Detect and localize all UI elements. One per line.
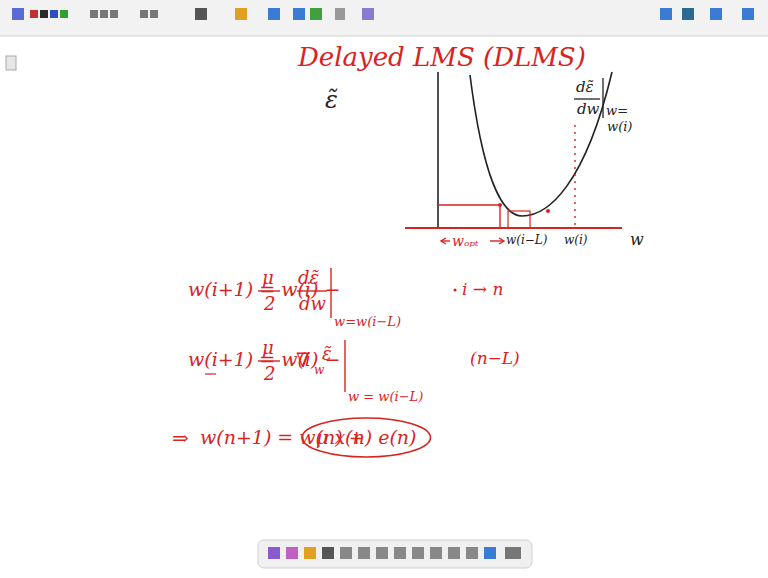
guide-line — [438, 204, 500, 205]
axis-label: ε̃ — [325, 88, 338, 112]
bottom-toolbar — [258, 540, 532, 568]
arrow-left — [442, 240, 450, 241]
dot — [454, 289, 457, 292]
evaluation-bar — [344, 340, 345, 392]
equation-text: 2 — [264, 365, 275, 383]
arrow-right — [499, 238, 504, 244]
note-text: (n−L) — [470, 350, 520, 367]
axis-label: w(i−L) — [506, 234, 548, 246]
evaluation-bar — [602, 78, 603, 118]
equation-text: dw — [299, 295, 326, 313]
guide-line — [499, 205, 500, 228]
guide-box — [508, 211, 530, 228]
equation-text: 2 — [264, 295, 275, 313]
note-text: i → n — [462, 281, 503, 298]
axis-label: wₒₚₜ — [452, 234, 478, 248]
equation-text: ⇒ — [172, 428, 189, 448]
equation-text: dε̃ — [298, 269, 319, 287]
equation-text: μ — [262, 269, 274, 287]
page-tab — [6, 56, 16, 70]
equation-text: ∇ — [296, 350, 310, 370]
curve-dot — [546, 209, 550, 213]
equation-text: μ — [262, 339, 274, 357]
evaluation-text: w=w(i−L) — [334, 315, 401, 328]
equation-text: μ x(n) e(n) — [316, 428, 417, 447]
evaluation-text: w= — [606, 104, 628, 117]
error-curve — [470, 72, 612, 216]
derivative-text: dε̃ — [576, 80, 594, 95]
axis-label: w(i) — [564, 234, 587, 246]
equation-text: ε̃ — [322, 345, 332, 363]
top-toolbar — [0, 0, 768, 36]
curve-dot — [498, 203, 502, 207]
vector-underline — [205, 373, 216, 374]
emphasis-ellipse — [302, 418, 431, 457]
equation-text: w — [314, 364, 324, 376]
axis-label: w — [630, 232, 644, 248]
fraction-bar — [574, 98, 600, 99]
arrow-left — [441, 238, 446, 244]
toolbar-icons — [12, 8, 754, 20]
bottom-toolbar-icons — [268, 547, 521, 559]
dotted-line — [574, 125, 575, 226]
title: Delayed LMS (DLMS) — [298, 44, 586, 70]
evaluation-text: w(i) — [607, 120, 632, 133]
arrow-right — [490, 240, 503, 241]
evaluation-text: w = w(i−L) — [348, 390, 423, 403]
toolbar-border — [0, 36, 768, 37]
derivative-text: dw — [577, 102, 599, 117]
